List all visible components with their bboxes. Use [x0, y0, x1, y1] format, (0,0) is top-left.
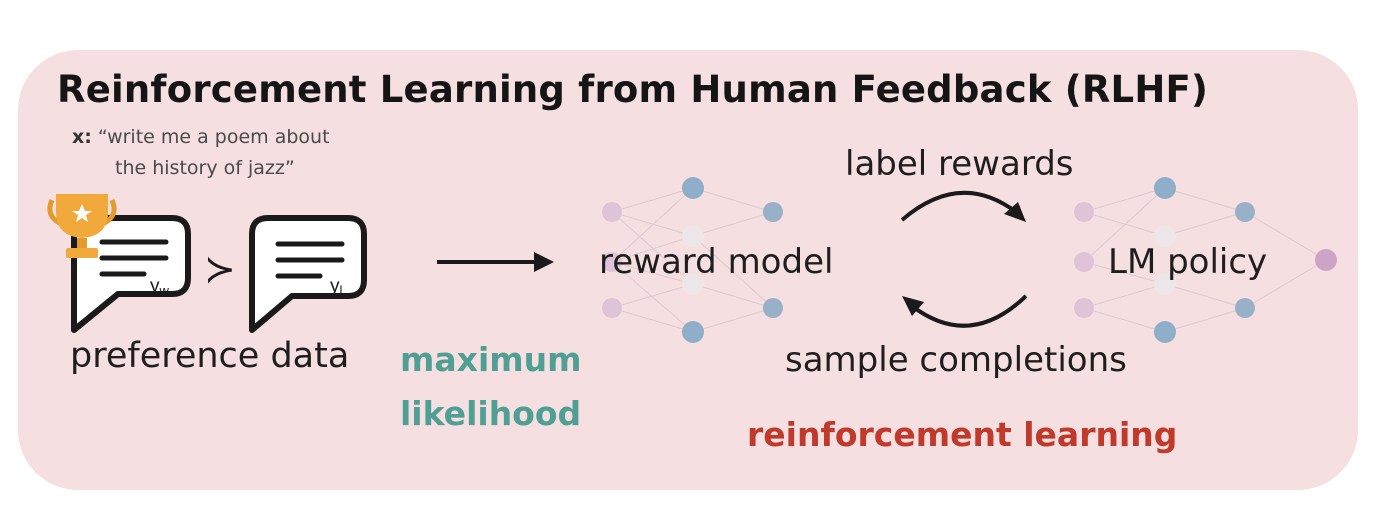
cycle-arrow-icon — [900, 190, 1026, 222]
prompt-text-1: “write me a poem about — [97, 126, 330, 148]
neural-network-icon — [602, 177, 783, 343]
lm-policy-label: LM policy — [1108, 242, 1268, 282]
arrow-right-icon — [437, 252, 554, 272]
reinforcement-learning-label: reinforcement learning — [747, 415, 1178, 454]
speech-bubble-icon — [249, 215, 367, 333]
label-rewards-label: label rewards — [845, 144, 1074, 184]
winner-label: yw — [150, 276, 170, 298]
sample-completions-label: sample completions — [785, 340, 1127, 380]
rlhf-panel — [18, 50, 1358, 490]
maximum-likelihood-line-1: maximum — [400, 340, 582, 379]
prompt-line-2: the history of jazz” — [115, 157, 295, 179]
maximum-likelihood-line-2: likelihood — [400, 394, 582, 433]
trophy-icon — [47, 194, 117, 258]
cycle-arrow-icon — [902, 294, 1028, 328]
prompt-prefix: x: — [72, 126, 92, 148]
reward-model-label: reward model — [599, 242, 834, 282]
prompt-line-1: x: “write me a poem about — [72, 126, 330, 148]
preference-symbol: ≻ — [204, 247, 236, 291]
diagram-title: Reinforcement Learning from Human Feedba… — [57, 68, 1209, 111]
neural-network-icon — [1074, 177, 1337, 343]
loser-label: yl — [330, 276, 343, 298]
preference-data-caption: preference data — [70, 336, 350, 376]
